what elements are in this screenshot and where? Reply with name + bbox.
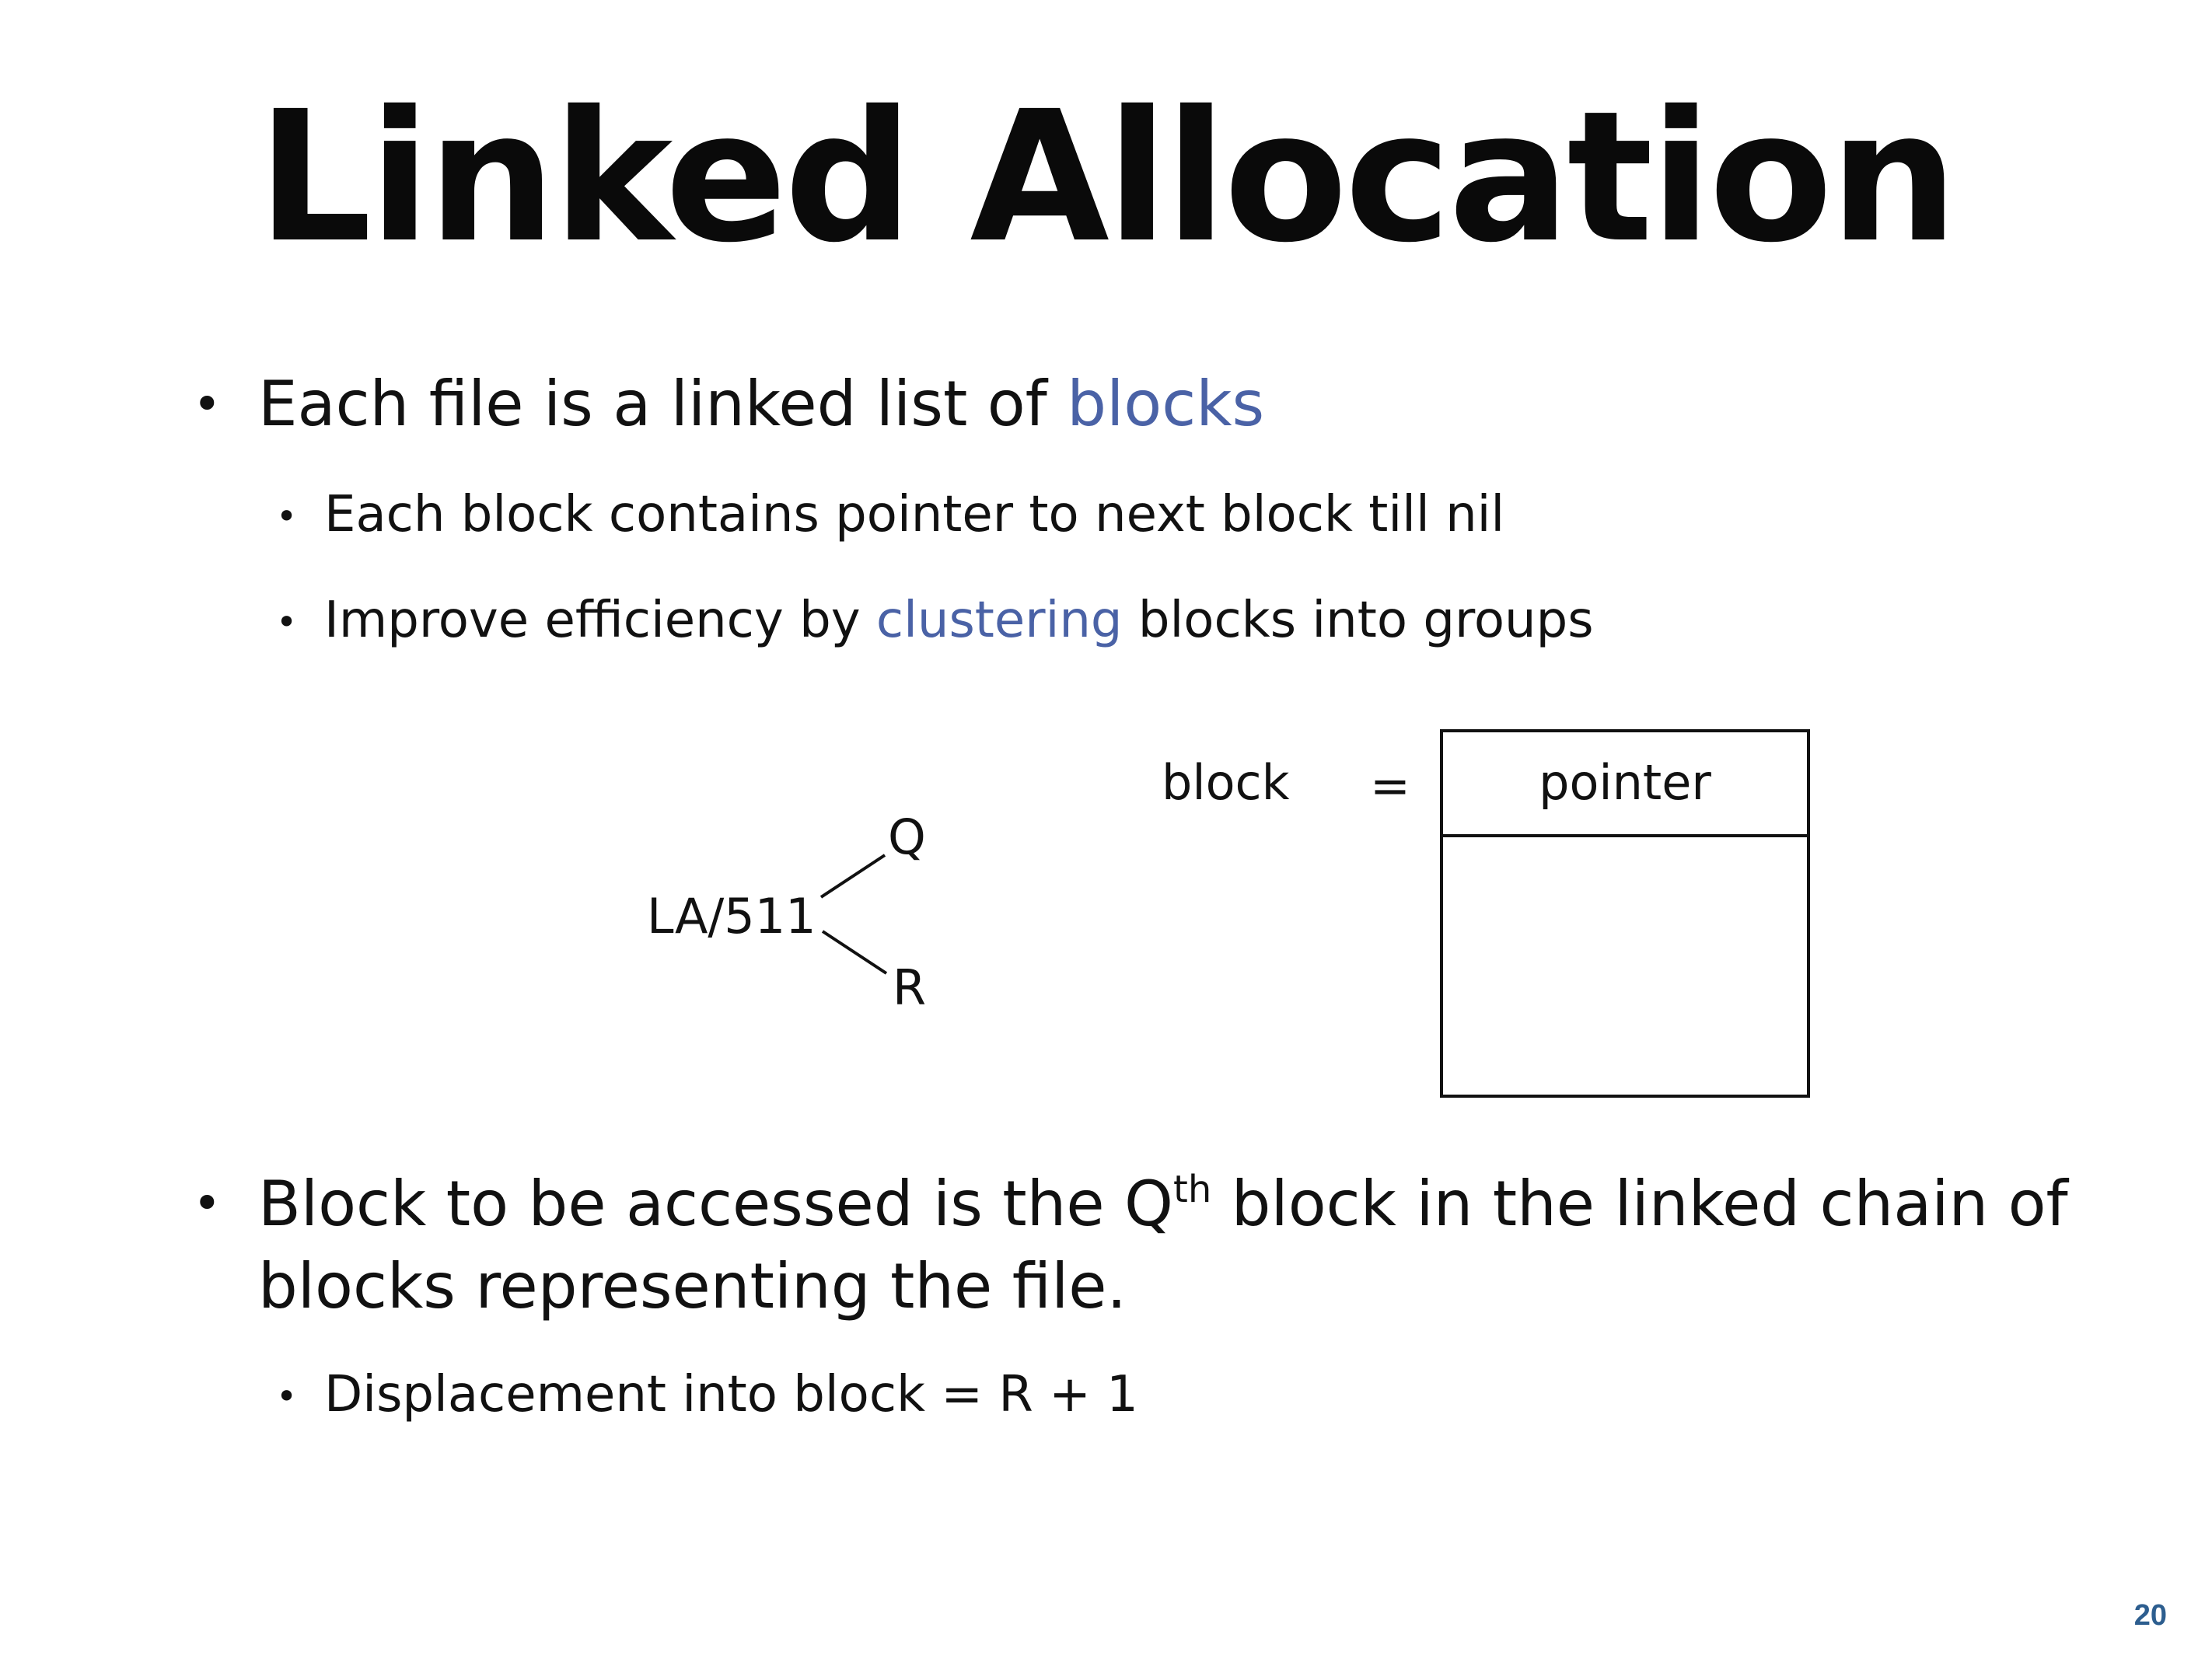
page-number: 20 bbox=[2133, 1599, 2167, 1632]
bullet-line1-b: block in the linked chain of bbox=[1211, 1168, 2068, 1240]
bullet-line2: blocks representing the file. bbox=[258, 1250, 1127, 1322]
remainder-label: R bbox=[893, 959, 927, 1016]
subbullet-dot-icon: • bbox=[276, 601, 298, 643]
equals-sign: = bbox=[1370, 757, 1410, 814]
superscript-th: th bbox=[1173, 1168, 1212, 1211]
subbullet-text-prefix: Improve efficiency by bbox=[324, 592, 876, 649]
bullet-dot-icon: • bbox=[193, 1175, 222, 1231]
bullet-text-prefix: Each file is a linked list of bbox=[258, 368, 1068, 440]
block-box bbox=[1440, 729, 1810, 1098]
subbullet-text: Improve efficiency by clustering blocks … bbox=[324, 588, 1594, 653]
dividend-label: LA/511 bbox=[647, 888, 816, 945]
subbullet-text: Displacement into block = R + 1 bbox=[324, 1366, 1138, 1423]
subbullet-dot-icon: • bbox=[276, 1375, 298, 1417]
block-label: block bbox=[1162, 754, 1290, 811]
bullet-line1-a: Block to be accessed is the Q bbox=[258, 1168, 1173, 1240]
quotient-label: Q bbox=[888, 809, 926, 865]
pointer-label: pointer bbox=[1539, 754, 1711, 811]
subbullet-dot-icon: • bbox=[276, 495, 298, 537]
subbullet-text: Each block contains pointer to next bloc… bbox=[324, 486, 1505, 543]
highlight-clustering: clustering bbox=[875, 592, 1123, 649]
division-line-to-q bbox=[819, 854, 886, 899]
bullet-text: Block to be accessed is the Qth block in… bbox=[258, 1163, 2068, 1328]
highlight-blocks: blocks bbox=[1067, 368, 1265, 440]
bullet-qth-block: • Block to be accessed is the Qth block … bbox=[193, 1163, 2068, 1326]
slide-title: Linked Allocation bbox=[257, 72, 1959, 282]
subbullet-text-suffix: blocks into groups bbox=[1122, 592, 1594, 649]
bullet-dot-icon: • bbox=[193, 375, 222, 432]
bullet-text: Each file is a linked list of blocks bbox=[258, 364, 1264, 445]
division-line-to-r bbox=[821, 930, 888, 975]
